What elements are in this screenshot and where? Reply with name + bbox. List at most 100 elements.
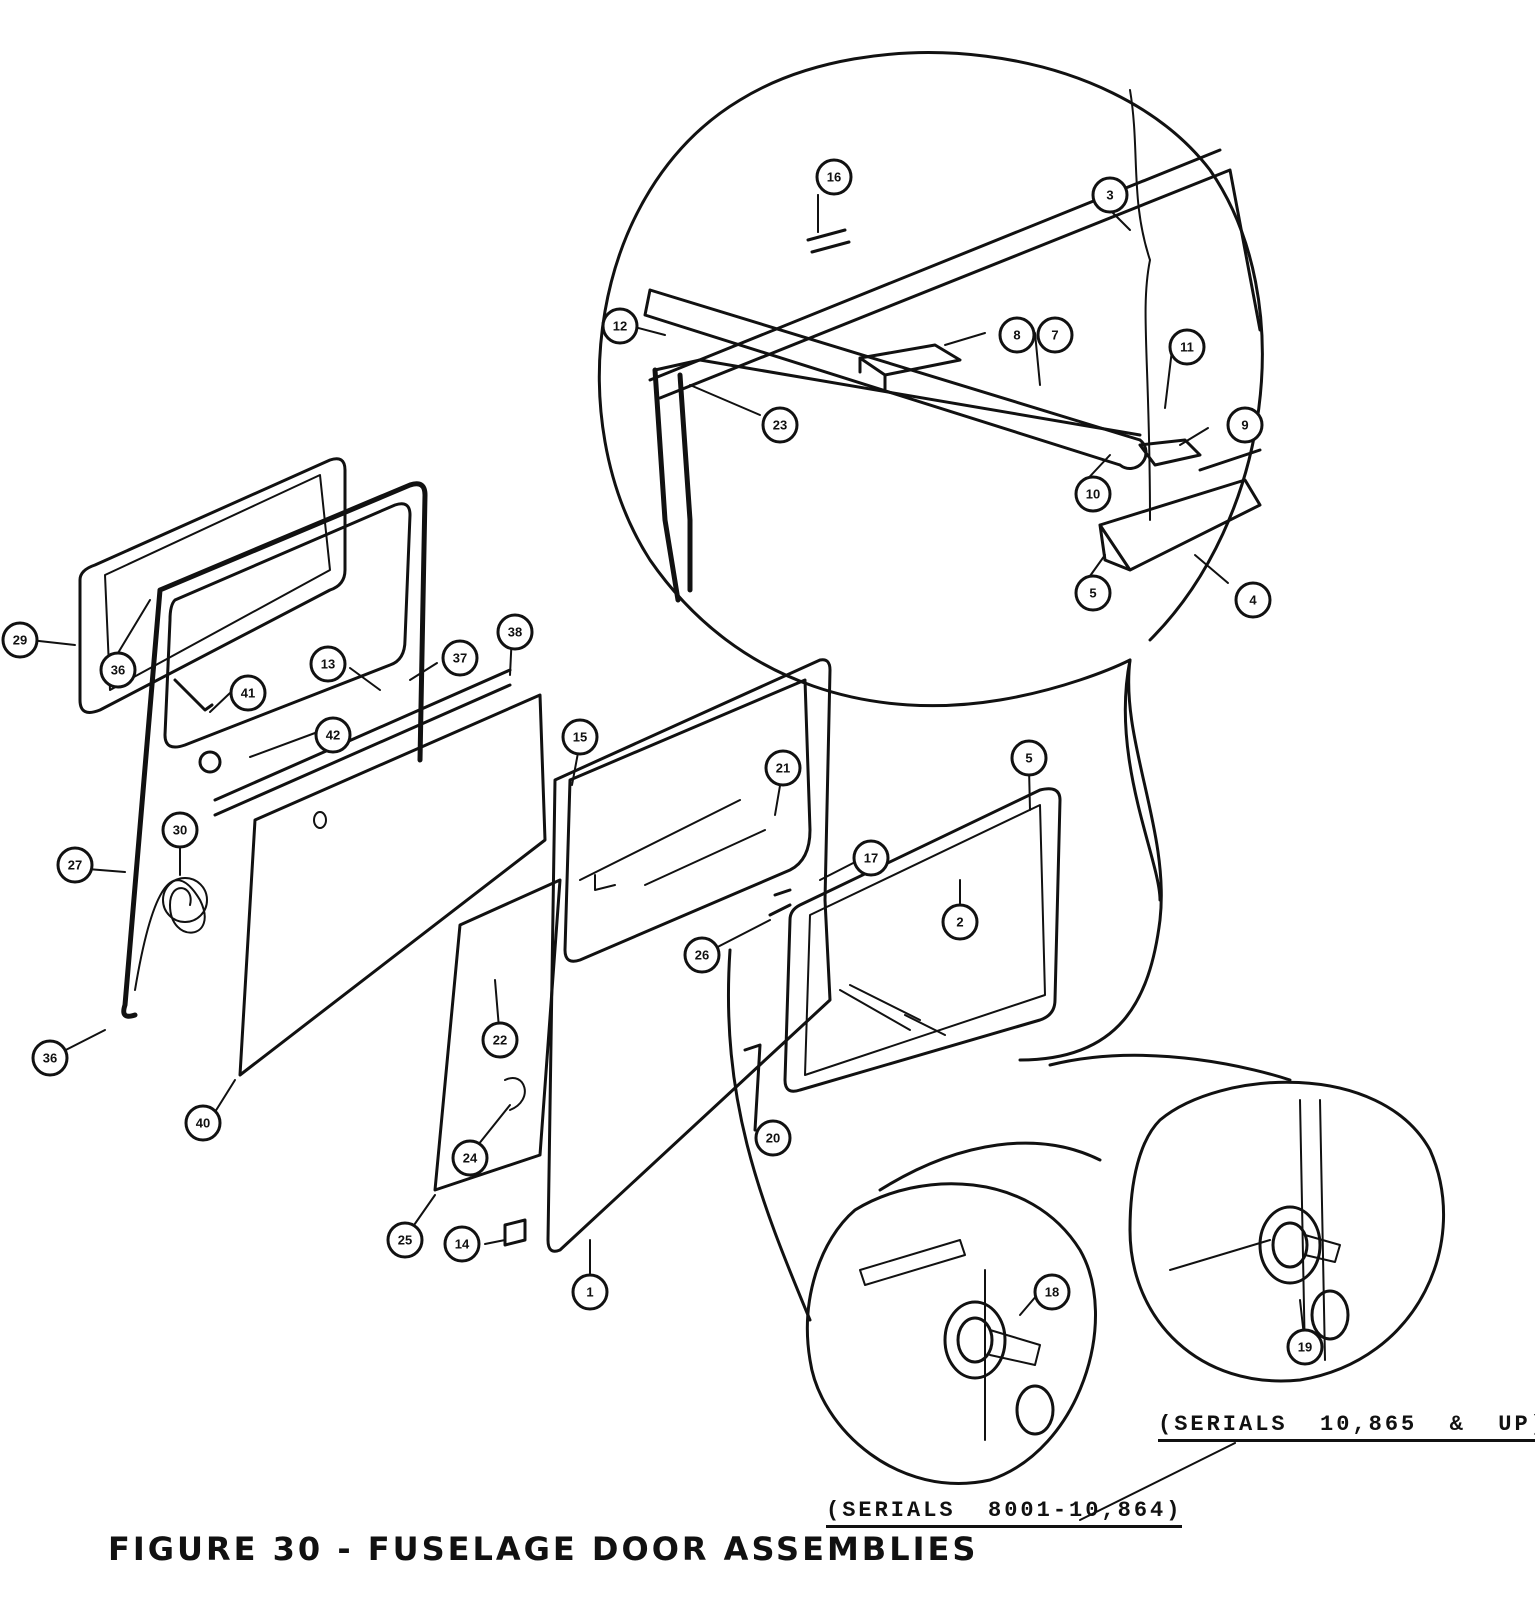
lock-detail-right [1128, 1080, 1445, 1383]
upper-beam [648, 148, 1262, 472]
inner-panel [433, 878, 562, 1192]
callout-7: 7 [1036, 316, 1074, 354]
svg-text:13: 13 [321, 657, 335, 672]
lock-detail-left [806, 1182, 1097, 1485]
callout-27: 27 [56, 846, 94, 884]
svg-text:36: 36 [111, 663, 125, 678]
svg-text:9: 9 [1241, 418, 1248, 433]
callout-8: 8 [998, 316, 1036, 354]
callout-2: 2 [941, 903, 979, 941]
door-frame [121, 481, 428, 1019]
svg-text:16: 16 [827, 170, 841, 185]
svg-text:37: 37 [453, 651, 467, 666]
callout-5-lower: 5 [1010, 739, 1048, 777]
callout-26: 26 [683, 936, 721, 974]
door-frame-window [163, 502, 412, 749]
callout-17: 17 [852, 839, 890, 877]
callout-13: 13 [309, 645, 347, 683]
svg-text:30: 30 [173, 823, 187, 838]
trim-panel [238, 693, 547, 1077]
lever-41 [173, 678, 214, 712]
svg-text:23: 23 [773, 418, 787, 433]
svg-text:29: 29 [13, 633, 27, 648]
callout-18: 18 [1033, 1273, 1071, 1311]
callout-14: 14 [443, 1225, 481, 1263]
svg-text:10: 10 [1086, 487, 1100, 502]
callout-36-upper: 36 [99, 651, 137, 689]
svg-text:36: 36 [43, 1051, 57, 1066]
inner-panel-cable [504, 1077, 526, 1111]
door-edge-seal [652, 367, 693, 603]
cable-ring [134, 879, 206, 991]
plate [858, 343, 962, 391]
callout-36-lower: 36 [31, 1039, 69, 1077]
svg-text:25: 25 [398, 1233, 412, 1248]
svg-text:3: 3 [1106, 188, 1113, 203]
callout-24: 24 [451, 1139, 489, 1177]
callout-22: 22 [481, 1021, 519, 1059]
callout-10: 10 [1074, 475, 1112, 513]
callout-29: 29 [1, 621, 39, 659]
callout-9: 9 [1226, 406, 1264, 444]
callout-1: 1 [571, 1273, 609, 1311]
svg-text:27: 27 [68, 858, 82, 873]
svg-text:15: 15 [573, 730, 587, 745]
svg-text:26: 26 [695, 948, 709, 963]
callout-23: 23 [761, 406, 799, 444]
hinge-14 [503, 1218, 527, 1247]
callout-40: 40 [184, 1104, 222, 1142]
callout-3: 3 [1091, 176, 1129, 214]
callout-20: 20 [754, 1119, 792, 1157]
callout-41: 41 [229, 674, 267, 712]
callout-37: 37 [441, 639, 479, 677]
svg-text:7: 7 [1051, 328, 1058, 343]
svg-text:21: 21 [776, 761, 790, 776]
callout-15: 15 [561, 718, 599, 756]
latch-cable [1129, 89, 1151, 521]
svg-text:4: 4 [1249, 593, 1257, 608]
svg-text:14: 14 [455, 1237, 470, 1252]
callout-38: 38 [496, 613, 534, 651]
svg-text:38: 38 [508, 625, 522, 640]
svg-text:17: 17 [864, 851, 878, 866]
callout-42: 42 [314, 716, 352, 754]
lower-rail [1098, 478, 1262, 572]
linkage [839, 984, 946, 1036]
callout-19: 19 [1286, 1328, 1324, 1366]
pin [806, 228, 851, 254]
svg-text:11: 11 [1180, 340, 1194, 355]
svg-text:42: 42 [326, 728, 340, 743]
window-frame-inner [104, 474, 331, 691]
door-panel-top [653, 358, 1142, 437]
detail-tail [1018, 658, 1163, 1062]
svg-text:5: 5 [1025, 751, 1032, 766]
handle-20 [743, 1043, 762, 1132]
lock-connector [726, 948, 1292, 1322]
svg-text:18: 18 [1045, 1285, 1059, 1300]
svg-text:40: 40 [196, 1116, 210, 1131]
window-glass [783, 787, 1062, 1093]
figure-caption: FIGURE 30 - FUSELAGE DOOR ASSEMBLIES [108, 1530, 979, 1568]
window-glass-inner [804, 804, 1046, 1076]
door-shell-cutout [579, 799, 766, 891]
svg-text:5: 5 [1089, 586, 1096, 601]
latch-26 [768, 888, 792, 917]
callout-30: 30 [161, 811, 199, 849]
svg-text:12: 12 [613, 319, 627, 334]
seal-strip [213, 668, 512, 817]
serials-early-label: (SERIALS 8001-10,864) [826, 1498, 1183, 1528]
callout-16: 16 [815, 158, 853, 196]
callout-25: 25 [386, 1221, 424, 1259]
svg-text:19: 19 [1298, 1340, 1312, 1355]
svg-text:41: 41 [241, 686, 255, 701]
svg-text:2: 2 [956, 915, 963, 930]
window-frame-outer [78, 457, 347, 714]
door-shell [546, 658, 832, 1253]
lock-cylinder-late [1169, 1099, 1350, 1361]
serials-late-label: (SERIALS 10,865 & UP) [1158, 1412, 1535, 1442]
svg-text:1: 1 [586, 1285, 593, 1300]
callout-21: 21 [764, 749, 802, 787]
cross-arm [643, 288, 1148, 470]
svg-text:8: 8 [1013, 328, 1020, 343]
